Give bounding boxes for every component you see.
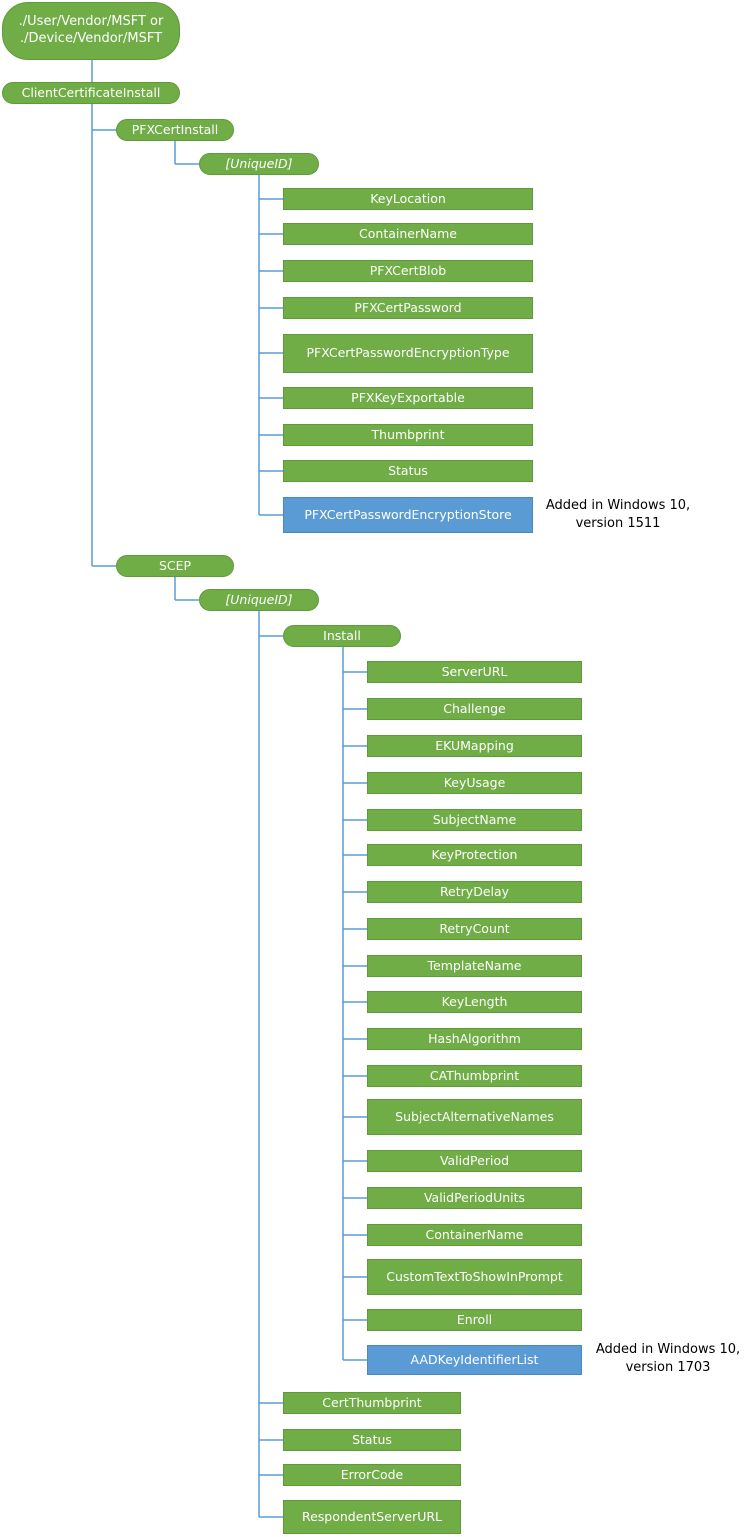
scep-key-protection-node: KeyProtection [367,844,582,866]
root-line-1: ./User/Vendor/MSFT or [18,14,164,30]
scep-subject-alternative-names-node: SubjectAlternativeNames [367,1099,582,1135]
scep-retry-delay-node: RetryDelay [367,881,582,903]
pfx-added-note: Added in Windows 10, version 1511 [540,497,696,532]
scep-custom-text-to-show-in-prompt-node: CustomTextToShowInPrompt [367,1259,582,1295]
pfx-unique-id-node: [UniqueID] [199,153,319,175]
scep-subject-name-node: SubjectName [367,809,582,831]
scep-install-node: Install [283,625,401,647]
scep-enroll-node: Enroll [367,1309,582,1331]
scep-retry-count-node: RetryCount [367,918,582,940]
scep-eku-mapping-node: EKUMapping [367,735,582,757]
scep-ca-thumbprint-node: CAThumbprint [367,1065,582,1087]
scep-error-code-node: ErrorCode [283,1464,461,1486]
scep-server-url-node: ServerURL [367,661,582,683]
pfx-container-name-node: ContainerName [283,223,533,245]
pfx-cert-blob-node: PFXCertBlob [283,260,533,282]
pfx-cert-password-encryption-store-node: PFXCertPasswordEncryptionStore [283,497,533,533]
scep-cert-thumbprint-node: CertThumbprint [283,1392,461,1414]
scep-added-note-line-2: version 1703 [625,1359,711,1375]
scep-key-usage-node: KeyUsage [367,772,582,794]
scep-valid-period-units-node: ValidPeriodUnits [367,1187,582,1209]
root-node: ./User/Vendor/MSFT or ./Device/Vendor/MS… [2,2,180,60]
scep-container-name-node: ContainerName [367,1224,582,1246]
scep-unique-id-node: [UniqueID] [199,589,319,611]
pfx-added-note-line-1: Added in Windows 10, [545,498,691,513]
scep-node: SCEP [116,555,234,577]
scep-key-length-node: KeyLength [367,991,582,1013]
pfx-cert-password-encryption-type-node: PFXCertPasswordEncryptionType [283,334,533,373]
pfx-status-node: Status [283,460,533,482]
scep-valid-period-node: ValidPeriod [367,1150,582,1172]
scep-status-node: Status [283,1429,461,1451]
scep-template-name-node: TemplateName [367,955,582,977]
scep-respondent-server-url-node: RespondentServerURL [283,1500,461,1534]
pfx-added-note-line-2: version 1511 [575,515,661,531]
pfx-key-exportable-node: PFXKeyExportable [283,387,533,409]
scep-hash-algorithm-node: HashAlgorithm [367,1028,582,1050]
scep-added-note: Added in Windows 10, version 1703 [590,1341,746,1376]
scep-added-note-line-1: Added in Windows 10, [595,1342,741,1357]
pfx-cert-install-node: PFXCertInstall [116,119,234,141]
scep-aad-key-identifier-list-node: AADKeyIdentifierList [367,1345,582,1375]
pfx-cert-password-node: PFXCertPassword [283,297,533,319]
pfx-key-location-node: KeyLocation [283,188,533,210]
scep-challenge-node: Challenge [367,698,582,720]
pfx-thumbprint-node: Thumbprint [283,424,533,446]
client-certificate-install-node: ClientCertificateInstall [2,82,180,104]
root-line-2: ./Device/Vendor/MSFT [19,31,163,46]
